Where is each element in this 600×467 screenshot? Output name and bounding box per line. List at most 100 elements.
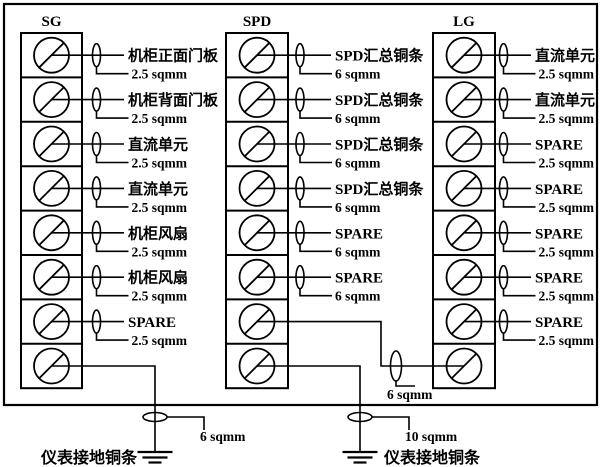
ground-bus-label: 仪表接地铜条 (40, 448, 138, 467)
wire-size-label: 2.5 sqmm (132, 333, 188, 348)
wire-size-label: 2.5 sqmm (539, 333, 595, 348)
row-wiring: SPARE 6 sqmm (257, 220, 383, 259)
wire-size-label: 6 sqmm (335, 244, 381, 259)
row-wiring: 6 sqmm (257, 320, 464, 402)
circuit-label: SPD汇总铜条 (335, 47, 424, 65)
size-leader-line (95, 66, 129, 75)
wire-size-label: 2.5 sqmm (132, 244, 188, 259)
wire-size-label: 6 sqmm (335, 200, 381, 215)
wire-size-label: 2.5 sqmm (132, 289, 188, 304)
row-wiring: SPARE 6 sqmm (257, 264, 383, 304)
size-leader-line (502, 155, 536, 164)
circuit-label: SPD汇总铜条 (335, 180, 424, 198)
circuit-label: SPARE (335, 226, 383, 242)
earth-ground-symbol (137, 450, 173, 464)
wire-size-label: 2.5 sqmm (539, 244, 595, 259)
ground-drop-wire (51, 365, 156, 452)
circuit-label: 直流单元 (535, 91, 595, 109)
wire-size-label: 2.5 sqmm (539, 67, 595, 82)
row-wiring: SPD汇总铜条 6 sqmm (257, 131, 424, 171)
circuit-label: 机柜风扇 (128, 224, 188, 242)
circuit-label: 直流单元 (128, 180, 188, 198)
wire-size-label: 2.5 sqmm (539, 200, 595, 215)
circuit-label: 直流单元 (128, 136, 188, 154)
circuit-label: SPARE (128, 315, 176, 331)
wire-size-label: 6 sqmm (335, 67, 381, 82)
wire-size-label: 2.5 sqmm (539, 289, 595, 304)
size-leader-line (299, 66, 332, 75)
size-leader-line (95, 244, 129, 253)
size-leader-line (167, 416, 205, 430)
circuit-label: 机柜风扇 (128, 269, 188, 287)
row-wiring (257, 365, 361, 452)
wire-size-label: 6 sqmm (200, 429, 246, 444)
circuit-label: SPARE (535, 271, 583, 287)
diagram-border (2, 2, 599, 407)
circuit-label: SPARE (535, 138, 583, 154)
row-wiring: 直流单元 2.5 sqmm (464, 42, 595, 82)
size-leader-line (299, 288, 332, 297)
ground-bus-label: 仪表接地铜条 (383, 448, 481, 467)
size-leader-line (299, 155, 332, 164)
row-wiring: SPARE 2.5 sqmm (464, 176, 595, 215)
row-wiring: 机柜正面门板 2.5 sqmm (51, 42, 219, 82)
row-wiring: 机柜风扇 2.5 sqmm (51, 220, 188, 259)
block-title-spd: SPD (243, 14, 272, 30)
wire-size-label: 6 sqmm (335, 289, 381, 304)
wire-size-label: 10 sqmm (405, 429, 458, 444)
terminal-block-sg: SG (20, 14, 83, 390)
wire-size-label: 2.5 sqmm (132, 67, 188, 82)
row-wiring: SPARE 2.5 sqmm (464, 220, 595, 259)
wire-size-label: 6 sqmm (387, 387, 433, 402)
row-wiring: SPARE 2.5 sqmm (51, 309, 188, 348)
ground-drop-wire (257, 365, 361, 452)
row-wiring: 直流单元 2.5 sqmm (51, 131, 188, 171)
size-leader-line (299, 111, 332, 119)
size-leader-line (299, 199, 332, 208)
circuit-label: 直流单元 (535, 47, 595, 65)
size-leader-line (502, 66, 536, 75)
size-leader-line (502, 333, 536, 341)
block-title-sg: SG (41, 14, 61, 30)
row-wiring (51, 365, 156, 452)
wire-size-label: 6 sqmm (335, 156, 381, 171)
circuit-label: 机柜背面门板 (128, 91, 219, 109)
size-leader-line (502, 288, 536, 297)
wire-size-label: 2.5 sqmm (132, 200, 188, 215)
row-wiring: 直流单元 2.5 sqmm (51, 176, 188, 215)
block-title-lg: LG (453, 14, 475, 30)
circuit-label: SPARE (535, 315, 583, 331)
size-leader-line (95, 333, 129, 341)
terminal-block-spd: SPD (225, 14, 289, 390)
wire-size-label: 6 sqmm (335, 111, 381, 126)
circuit-label: SPD汇总铜条 (335, 136, 424, 154)
size-leader-line (95, 288, 129, 297)
size-leader-line (395, 381, 415, 387)
wire-size-label: 2.5 sqmm (539, 156, 595, 171)
earth-ground: 6 sqmm 仪表接地铜条 (40, 411, 246, 467)
size-leader-line (502, 111, 536, 119)
circuit-label: SPARE (535, 226, 583, 242)
wire-size-label: 2.5 sqmm (132, 111, 188, 126)
row-wiring: 机柜风扇 2.5 sqmm (51, 264, 188, 304)
row-wiring: SPARE 2.5 sqmm (464, 131, 595, 171)
row-wiring: 机柜背面门板 2.5 sqmm (51, 87, 219, 126)
circuit-label: SPARE (535, 182, 583, 198)
row-wiring: SPARE 2.5 sqmm (464, 309, 595, 348)
wire-size-label: 2.5 sqmm (132, 156, 188, 171)
size-leader-line (95, 199, 129, 208)
size-leader-line (95, 111, 129, 119)
row-wiring: SPD汇总铜条 6 sqmm (257, 176, 424, 215)
size-leader-line (372, 416, 410, 430)
circuit-label: 机柜正面门板 (128, 47, 219, 65)
size-leader-line (95, 155, 129, 164)
terminal-block-lg: LG (432, 14, 496, 390)
size-leader-line (502, 244, 536, 253)
earth-ground: 10 sqmm 仪表接地铜条 (342, 411, 481, 467)
earth-ground-symbol (342, 450, 378, 464)
circuit-label: SPARE (335, 271, 383, 287)
